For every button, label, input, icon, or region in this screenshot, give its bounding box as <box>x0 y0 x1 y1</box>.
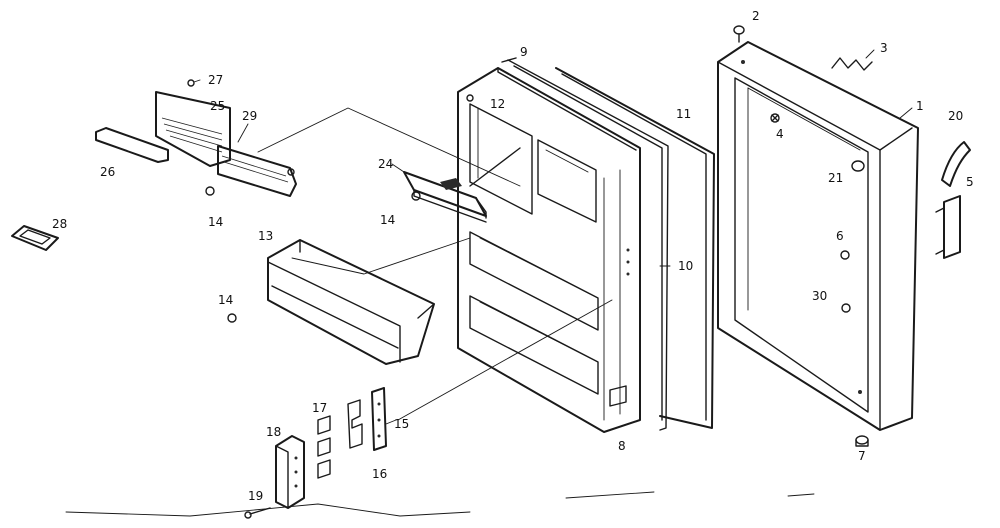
inner-door-liner-part-8 <box>457 67 641 433</box>
label-part-21: 21 <box>828 171 843 185</box>
label-part-10: 10 <box>678 259 693 273</box>
block-part-18 <box>275 435 305 509</box>
label-part-26: 26 <box>100 165 115 179</box>
label-part-3: 3 <box>880 41 888 55</box>
screw-part-4 <box>770 113 780 123</box>
pin-part-2 <box>733 25 745 43</box>
screw-part-12 <box>466 94 474 102</box>
label-part-15: 15 <box>394 417 409 431</box>
bracket-part-15 <box>371 387 387 451</box>
screw-part-14-c <box>227 313 237 323</box>
screw-part-27 <box>187 79 195 87</box>
label-part-29: 29 <box>242 109 257 123</box>
label-part-27: 27 <box>208 73 223 87</box>
label-part-7: 7 <box>858 449 866 463</box>
plug-part-21 <box>851 160 865 172</box>
button-part-28 <box>11 225 59 251</box>
label-part-2: 2 <box>752 9 760 23</box>
label-part-1: 1 <box>916 99 924 113</box>
guide-lines <box>65 107 815 517</box>
label-leaders <box>193 49 913 425</box>
handle-part-5 <box>935 195 961 259</box>
spacer-part-17 <box>317 415 331 479</box>
label-part-16: 16 <box>372 467 387 481</box>
gasket-part-11 <box>555 67 715 429</box>
label-part-30: 30 <box>812 289 827 303</box>
label-part-8: 8 <box>618 439 626 453</box>
door-shelf-part-13 <box>267 239 435 365</box>
label-part-17: 17 <box>312 401 327 415</box>
screw-part-6 <box>840 250 850 260</box>
dairy-door-part-25 <box>155 91 231 167</box>
liner-edge-part-10 <box>507 59 669 431</box>
label-part-6: 6 <box>836 229 844 243</box>
shelf-part-24 <box>403 147 521 223</box>
label-part-24: 24 <box>378 157 393 171</box>
label-part-4: 4 <box>776 127 784 141</box>
label-part-14-a: 14 <box>208 215 223 229</box>
label-part-11: 11 <box>676 107 691 121</box>
liner-part-9 <box>501 57 517 63</box>
wire-part-3 <box>831 57 873 71</box>
label-part-14-c: 14 <box>218 293 233 307</box>
label-part-25: 25 <box>210 99 225 113</box>
label-part-20: 20 <box>948 109 963 123</box>
label-part-19: 19 <box>248 489 263 503</box>
label-part-5: 5 <box>966 175 974 189</box>
pin-part-7 <box>855 435 869 447</box>
screw-part-14-a <box>205 186 215 196</box>
label-part-18: 18 <box>266 425 281 439</box>
screw-part-19 <box>244 507 271 519</box>
label-part-9: 9 <box>520 45 528 59</box>
handle-cap-part-20 <box>941 141 971 187</box>
label-part-13: 13 <box>258 229 273 243</box>
screw-part-14-b <box>411 191 421 201</box>
dairy-bin-part-29 <box>217 145 297 197</box>
part-labels: 2 3 4 1 20 21 5 6 30 7 9 11 12 10 8 24 2… <box>52 9 974 503</box>
label-part-14-b: 14 <box>380 213 395 227</box>
label-part-28: 28 <box>52 217 67 231</box>
clip-part-16 <box>347 399 363 449</box>
screw-part-30 <box>841 303 851 313</box>
trim-part-26 <box>95 127 169 163</box>
label-part-12: 12 <box>490 97 505 111</box>
outer-door-panel-part-1 <box>717 41 919 431</box>
